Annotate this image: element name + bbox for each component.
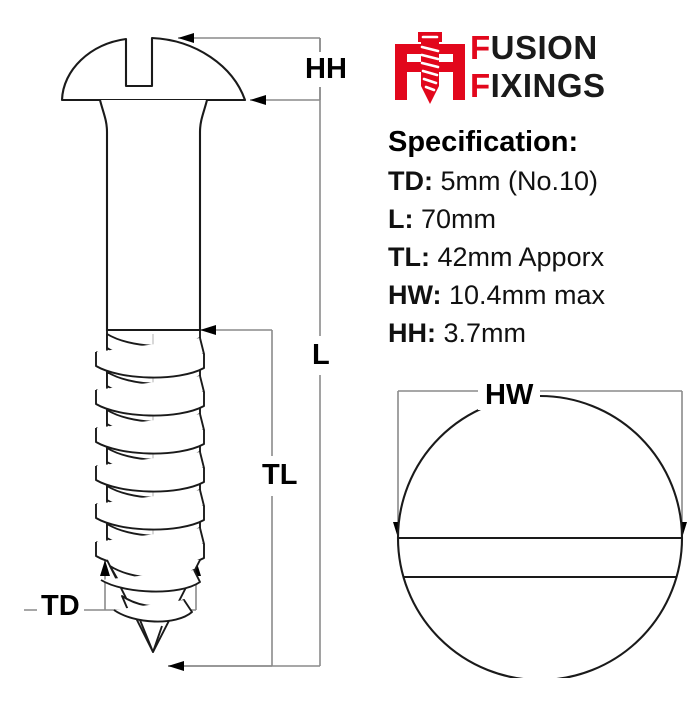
screw-shank <box>98 99 209 332</box>
spec-key-tl: TL: <box>388 242 430 272</box>
brand-line1-rest: USION <box>490 29 598 66</box>
screw-thread-helix <box>95 330 205 569</box>
dimension-label-td: TD <box>37 588 84 625</box>
spec-value-tl: 42mm Apporx <box>437 242 605 272</box>
screw-side-view-drawing: HH L TL TD <box>24 33 351 671</box>
brand-wordmark-line-2: FIXINGS <box>470 67 698 105</box>
spec-value-hh: 3.7mm <box>443 318 527 348</box>
spec-key-hh: HH: <box>388 318 436 348</box>
spec-row-hh: HH: 3.7mm <box>388 314 700 352</box>
brand-logo: FUSION FIXINGS <box>388 24 700 116</box>
screw-head-top-view <box>393 390 687 678</box>
spec-key-td: TD: <box>388 166 433 196</box>
spec-key-hw: HW: <box>388 280 442 310</box>
spec-row-td: TD: 5mm (No.10) <box>388 162 700 200</box>
screw-head-profile <box>60 36 247 102</box>
screw-point-taper <box>100 559 201 653</box>
specification-title: Specification: <box>388 126 579 158</box>
dimension-label-tl: TL <box>258 456 302 495</box>
spec-row-tl: TL: 42mm Apporx <box>388 238 700 276</box>
info-panel: FUSION FIXINGS Specification: TD: 5mm (N… <box>380 0 700 700</box>
spec-row-l: L: 70mm <box>388 200 700 238</box>
dimension-label-hw: HW <box>478 380 541 410</box>
spec-value-l: 70mm <box>421 204 497 234</box>
screw-side-view-svg <box>24 33 321 671</box>
dimension-label-hh: HH <box>301 52 351 87</box>
specification-list: Specification: TD: 5mm (No.10) L: 70mm T… <box>388 122 700 352</box>
fusion-fixings-screw-icon <box>395 32 465 104</box>
brand-wordmark: FUSION FIXINGS <box>470 29 698 107</box>
spec-value-hw: 10.4mm max <box>449 280 606 310</box>
dimension-label-l: L <box>309 336 333 375</box>
brand-line2-lead: F <box>470 67 491 104</box>
brand-line1-lead: F <box>470 29 491 66</box>
spec-row-hw: HW: 10.4mm max <box>388 276 700 314</box>
brand-line2-rest: IXINGS <box>490 67 606 104</box>
head-slot-lines <box>399 536 681 579</box>
spec-value-td: 5mm (No.10) <box>440 166 599 196</box>
spec-key-l: L: <box>388 204 414 234</box>
brand-wordmark-line-1: FUSION <box>470 29 698 67</box>
